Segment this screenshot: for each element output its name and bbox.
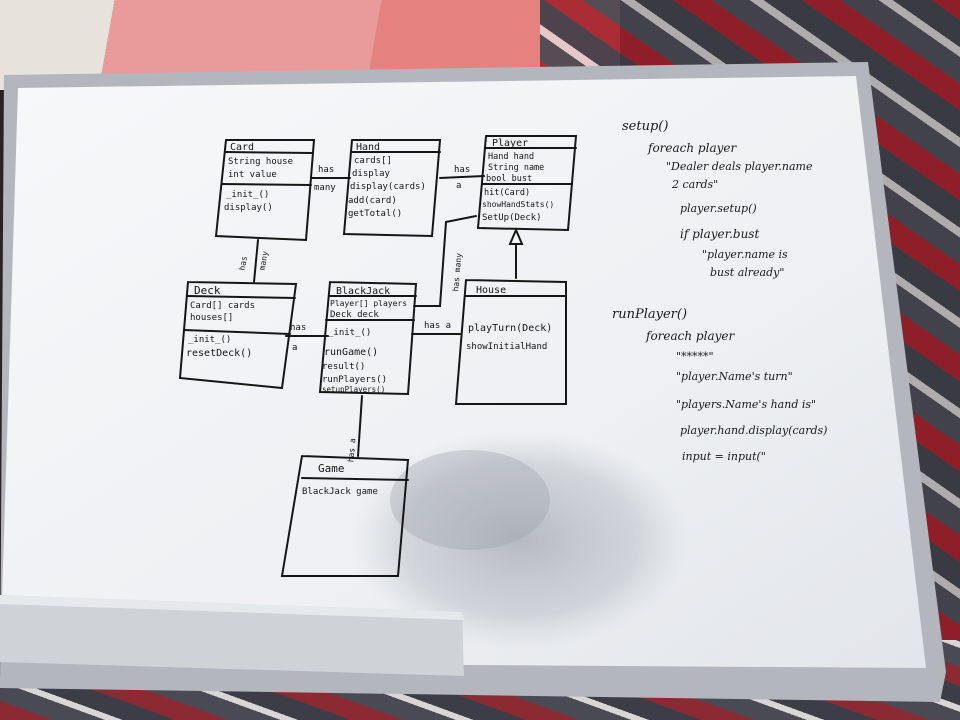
hand-attr-2: display [352,169,391,179]
house-method-2: showInitialHand [466,342,547,352]
player-attr-3: bool bust [486,174,532,184]
player-method-2: showHandStats() [482,200,554,209]
rel-blackjack-game [357,395,363,457]
note-line-3: "Dealer deals player.name [666,160,813,173]
rel-hand-player [439,175,485,179]
hand-attr-4: add(card) [348,196,397,206]
blackjack-method-5: setupPlayers() [322,385,385,394]
note-line-7: "player.name is [702,248,788,261]
hand-attr-5: getTotal() [348,209,402,219]
note-line-10: foreach player [645,329,735,343]
blackjack-attr-2: Deck deck [330,310,379,320]
rel-deck-blackjack-top: has [290,323,306,333]
note-line-9: runPlayer() [612,307,687,322]
rel-blackjack-player-label: has many [451,252,463,291]
blackjack-title: BlackJack [336,286,390,297]
note-line-6: if player.bust [680,227,759,241]
blackjack-method-2: runGame() [324,347,378,358]
hand-shadow [350,430,690,650]
house-method-1: playTurn(Deck) [468,323,552,334]
player-attr-1: Hand hand [488,152,534,162]
deck-method-1: _init_() [188,335,231,345]
note-line-13: "players.Name's hand is" [676,398,816,411]
hand-shadow-core [390,450,550,550]
pseudocode-notes: setup() foreach player "Dealer deals pla… [612,119,827,463]
relations: has many has a has many has a has many h… [238,165,524,463]
card-attr-1: String house [228,157,293,167]
rel-blackjack-house-label: has a [424,321,451,331]
class-blackjack: BlackJack Player[] players Deck deck _in… [318,281,418,396]
note-line-4: 2 cards" [671,178,718,191]
blackjack-attr-1: Player[] players [330,299,407,308]
house-title: House [476,285,506,296]
card-method-1: _init_() [226,190,269,200]
rel-blackjack-game-label: has a [346,438,357,463]
note-line-11: "*****" [676,350,714,363]
deck-title: Deck [194,284,221,297]
deck-method-2: resetDeck() [186,348,252,359]
blackjack-method-3: result() [322,362,365,372]
game-title: Game [318,462,345,475]
rel-card-hand-top: has [318,165,334,175]
player-attr-2: String name [488,163,544,173]
deck-attr-2: houses[] [190,313,233,323]
card-method-2: display() [224,203,273,213]
class-card: Card String house int value _init_() dis… [214,139,316,242]
whiteboard-surface [0,76,926,668]
class-game: Game BlackJack game [280,455,410,577]
class-house: House playTurn(Deck) showInitialHand [454,279,567,405]
player-title: Player [492,138,528,149]
rel-blackjack-player [413,215,477,307]
note-line-12: "player.Name's turn" [676,370,793,383]
card-attr-2: int value [228,170,277,180]
game-attr-1: BlackJack game [302,487,378,497]
class-hand: Hand cards[] display display(cards) add(… [342,139,442,238]
player-method-3: SetUp(Deck) [482,213,542,223]
class-deck: Deck Card[] cards houses[] _init_() rese… [178,281,298,390]
hand-title: Hand [356,142,380,153]
marker-tray-edge [0,595,464,620]
hand-attr-1: cards[] [354,156,392,166]
class-player: Player Hand hand String name bool bust h… [476,135,578,232]
rel-card-deck [253,239,259,283]
card-title: Card [230,142,254,153]
note-line-5: player.setup() [680,202,757,215]
hand-attr-3: display(cards) [350,182,426,192]
blackjack-method-4: runPlayers() [322,375,387,385]
note-line-8: bust already" [710,266,784,279]
note-line-14: player.hand.display(cards) [680,424,827,437]
rel-hand-player-top: has [454,165,470,175]
rel-hand-player-bottom: a [456,181,461,191]
note-line-15: input = input(" [682,450,766,463]
rel-deck-blackjack-bottom: a [292,343,297,353]
note-line-1: setup() [622,119,668,134]
deck-attr-1: Card[] cards [190,301,255,311]
player-method-1: hit(Card) [484,188,530,198]
inheritance-arrow-icon [508,227,524,245]
rel-card-deck-left: has [238,255,249,271]
rel-card-deck-right: many [258,250,270,271]
blackjack-method-1: _init_() [328,328,371,338]
rel-card-hand-bottom: many [314,183,336,193]
note-line-2: foreach player [647,141,737,155]
